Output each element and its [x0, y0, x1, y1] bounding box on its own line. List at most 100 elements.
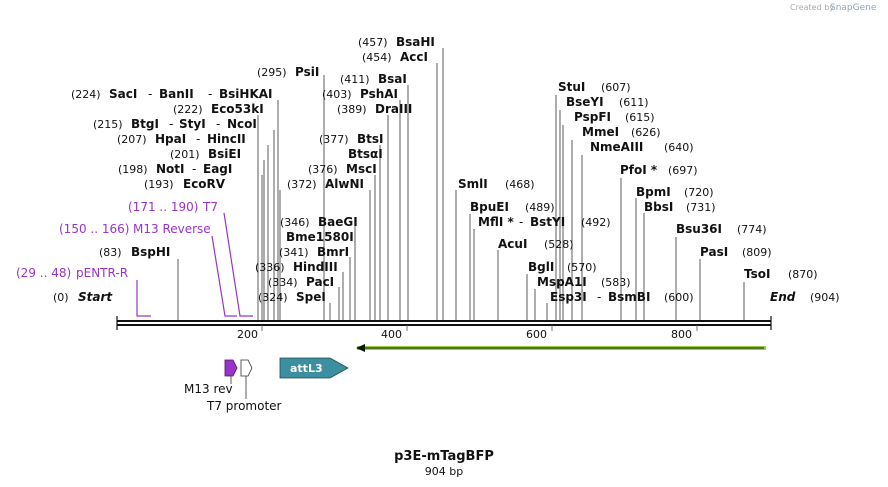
m13-rev-feature — [224, 359, 238, 377]
site-mmei-name: MmeI — [582, 125, 619, 139]
site-mspa1i-position: (583) — [601, 276, 631, 289]
site-bsahi-position: (457) — [358, 36, 388, 49]
site-baegi-position: (346) — [280, 216, 310, 229]
t7-promoter-feature — [240, 359, 253, 377]
site-bpuei-position: (489) — [525, 201, 555, 214]
site-bstyi-position: (492) — [581, 216, 611, 229]
site-pspfi-position: (615) — [625, 111, 655, 124]
site-saci-name: SacI — [109, 87, 137, 101]
site-bpmi-name: BpmI — [636, 185, 671, 199]
site-bsu36i-position: (774) — [737, 223, 767, 236]
site-bgli-name: BglI — [528, 260, 554, 274]
site-separator: - — [216, 117, 220, 131]
primer-t7-name: T7 — [202, 200, 218, 214]
site-bseyi-position: (611) — [619, 96, 649, 109]
t7-promoter-label: T7 promoter — [206, 399, 282, 413]
site-bsai-name: BsaI — [378, 72, 407, 86]
ruler-tick-800: 800 — [671, 328, 692, 341]
site-bme1580i-name: Bme1580I — [286, 230, 354, 244]
site-msci-position: (376) — [308, 163, 338, 176]
site-mmei-position: (626) — [631, 126, 661, 139]
start-label: Start — [78, 290, 113, 304]
site-ecorv-position: (193) — [144, 178, 174, 191]
site-bpuei-name: BpuEI — [470, 200, 509, 214]
site-acci-name: AccI — [400, 50, 428, 64]
site-bsphi-name: BspHI — [131, 245, 170, 259]
site-bsahi-name: BsaHI — [396, 35, 435, 49]
site-alwni-position: (372) — [287, 178, 317, 191]
site-bstyi-name: BstYI — [530, 215, 565, 229]
end-position: (904) — [810, 291, 840, 304]
snapgene-logo: SnapGene — [830, 3, 877, 13]
site-styi-name: StyI — [179, 117, 206, 131]
site-nmeaiii-name: NmeAIII — [590, 140, 643, 154]
site-spei-position: (324) — [258, 291, 288, 304]
site-separator: - — [169, 117, 173, 131]
map-title: p3E-mTagBFP — [394, 449, 494, 464]
site-tsoi-position: (870) — [788, 268, 818, 281]
site-psii-position: (295) — [257, 66, 287, 79]
site-draiii-position: (389) — [337, 103, 367, 116]
site-paci-name: PacI — [306, 275, 334, 289]
site-hpai-name: HpaI — [155, 132, 186, 146]
site-eco53ki-name: Eco53kI — [211, 102, 264, 116]
site-bmri-name: BmrI — [317, 245, 349, 259]
primer-m13-reverse-position: (150 .. 166) — [59, 222, 129, 236]
map-length: 904 bp — [425, 465, 463, 478]
arrow-head — [356, 344, 365, 352]
site-bseyi-name: BseYI — [566, 95, 604, 109]
site-ecorv-name: EcoRV — [183, 177, 226, 191]
site-pshai-position: (403) — [322, 88, 352, 101]
primer-pentr-r-name: pENTR-R — [76, 266, 128, 280]
site-psii-name: PsiI — [295, 65, 319, 79]
site-bbsi-position: (731) — [686, 201, 716, 214]
site-banii-name: BanII — [159, 87, 194, 101]
site-acci-position: (454) — [362, 51, 392, 64]
site-paci-position: (334) — [268, 276, 298, 289]
site-bpmi-position: (720) — [684, 186, 714, 199]
site-connectors — [177, 48, 745, 321]
site-noti-name: NotI — [156, 162, 185, 176]
site-pspfi-name: PspFI — [574, 110, 611, 124]
site-acui-name: AcuI — [498, 237, 527, 251]
site-saci-position: (224) — [71, 88, 101, 101]
site-btgi-position: (215) — [93, 118, 123, 131]
ruler-tick-400: 400 — [381, 328, 402, 341]
site-bmri-position: (341) — [279, 246, 309, 259]
start-position: (0) — [53, 291, 69, 304]
site-pfoi-name: PfoI * — [620, 163, 658, 177]
m13-rev-label: M13 rev — [184, 382, 233, 396]
site-bsphi-position: (83) — [99, 246, 122, 259]
primer-pentr-r-position: (29 .. 48) — [16, 266, 71, 280]
ruler-tick-200: 200 — [237, 328, 258, 341]
brand-created-by: Created by — [790, 3, 834, 12]
site-alwni-name: AlwNI — [325, 177, 364, 191]
site-btgi-name: BtgI — [131, 117, 159, 131]
site-mfli-name: MflI * — [478, 215, 514, 229]
site-bsiei-position: (201) — [170, 148, 200, 161]
primer-t7-position: (171 .. 190) — [128, 200, 198, 214]
site-bsmbi-name: BsmBI — [608, 290, 650, 304]
site-btsi-name: BtsI — [357, 132, 384, 146]
site-separator: - — [519, 215, 523, 229]
site-pfoi-position: (697) — [668, 164, 698, 177]
site-bgli-position: (570) — [567, 261, 597, 274]
site-hincii-name: HincII — [207, 132, 246, 146]
site-smli-name: SmlI — [458, 177, 488, 191]
site-msci-name: MscI — [346, 162, 377, 176]
site-separator: - — [597, 290, 601, 304]
site-pasi-position: (809) — [742, 246, 772, 259]
site-baegi-name: BaeGI — [318, 215, 358, 229]
feature-track — [224, 344, 766, 399]
attl3-label: attL3 — [290, 362, 323, 375]
ruler-tick-600: 600 — [526, 328, 547, 341]
site-stui-position: (607) — [601, 81, 631, 94]
site-mspa1i-name: MspA1I — [537, 275, 587, 289]
sequence-backbone — [116, 316, 772, 331]
site-draiii-name: DraIII — [375, 102, 412, 116]
site-bsu36i-name: Bsu36I — [676, 222, 722, 236]
site-bsiei-name: BsiEI — [208, 147, 241, 161]
end-label: End — [770, 290, 796, 304]
site-hindiii-position: (336) — [255, 261, 285, 274]
